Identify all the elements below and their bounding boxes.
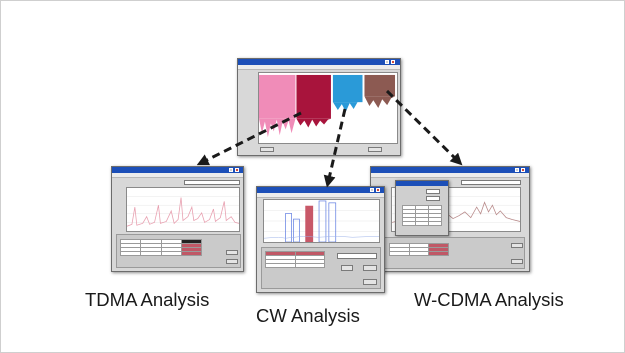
- cw-highlight-bar: [305, 205, 314, 242]
- close-icon[interactable]: [376, 188, 380, 192]
- cw-window-menubar: [257, 193, 384, 198]
- table-row: [119, 251, 203, 256]
- cw-baseline-trace: [264, 236, 379, 239]
- cw-outline-bar-3: [318, 200, 327, 242]
- table-row: [265, 263, 325, 268]
- tdma-window-titlebar: [112, 167, 243, 173]
- wcdma-analysis-label: W-CDMA Analysis: [414, 289, 564, 310]
- cw-analysis-window: [256, 186, 385, 293]
- close-icon[interactable]: [521, 168, 525, 172]
- spectrum-band-brown: [364, 74, 396, 97]
- wcdma-close-button[interactable]: [511, 259, 523, 264]
- cw-window-titlebar: [257, 187, 384, 193]
- spectrum-window-button-right[interactable]: [368, 147, 382, 152]
- tdma-grid: [127, 196, 239, 223]
- minimize-icon[interactable]: [370, 188, 374, 192]
- spectrum-window-titlebar: [238, 59, 400, 65]
- minimize-icon[interactable]: [515, 168, 519, 172]
- wcdma-settings-dialog: [395, 180, 449, 236]
- tdma-analysis-label: TDMA Analysis: [85, 289, 210, 310]
- close-icon[interactable]: [235, 168, 239, 172]
- cw-bar-svg: [264, 200, 379, 242]
- spectrum-window-button-left[interactable]: [260, 147, 274, 152]
- spectrum-band-maroon-noise: [296, 118, 331, 128]
- spectrum-plot: [258, 72, 398, 144]
- wcdma-dialog-field-2[interactable]: [426, 196, 440, 201]
- wcdma-results-table: [389, 243, 449, 256]
- cw-outline-bar-4: [328, 202, 337, 242]
- tdma-results-table: [119, 239, 203, 256]
- cw-close-button[interactable]: [363, 279, 377, 285]
- cw-bar-plot: [263, 199, 380, 243]
- spectrum-band-pink-noise: [259, 118, 296, 138]
- minimize-icon[interactable]: [229, 168, 233, 172]
- close-icon[interactable]: [391, 60, 395, 64]
- wcdma-header-field: [461, 180, 521, 185]
- tdma-analysis-window: [111, 166, 244, 272]
- wcdma-dialog-table: [402, 205, 442, 226]
- spectrum-plot-svg: [259, 74, 396, 138]
- cw-action-button-1[interactable]: [341, 265, 353, 271]
- wcdma-dialog-field-1[interactable]: [426, 189, 440, 194]
- wcdma-dialog-titlebar: [396, 181, 448, 186]
- cw-outline-bar-2: [293, 218, 300, 242]
- cw-action-button-2[interactable]: [363, 265, 377, 271]
- wcdma-window-menubar: [371, 173, 529, 178]
- spectrum-band-pink: [259, 74, 296, 119]
- wcdma-analysis-window: [370, 166, 530, 272]
- tdma-action-button[interactable]: [226, 250, 238, 255]
- cw-results-table: [265, 251, 325, 268]
- spectrum-band-blue-noise: [332, 102, 363, 112]
- tdma-close-button[interactable]: [226, 259, 238, 264]
- cw-grid: [264, 210, 379, 232]
- tdma-trace-line: [127, 197, 239, 227]
- spectrum-overview-window: [237, 58, 401, 156]
- table-row: [402, 221, 442, 226]
- spectrum-band-brown-noise: [364, 96, 396, 108]
- spectrum-band-blue: [332, 74, 363, 103]
- wcdma-window-titlebar: [371, 167, 529, 173]
- table-row: [389, 251, 449, 256]
- cw-analysis-label: CW Analysis: [256, 305, 360, 326]
- spectrum-band-maroon: [296, 74, 331, 119]
- tdma-header-field: [184, 180, 240, 185]
- tdma-trace-svg: [127, 196, 239, 227]
- minimize-icon[interactable]: [385, 60, 389, 64]
- wcdma-action-button[interactable]: [511, 243, 523, 248]
- tdma-window-menubar: [112, 173, 243, 178]
- spectrum-window-menubar: [238, 65, 400, 70]
- tdma-trace-plot: [126, 187, 240, 232]
- cw-readout-field: [337, 253, 377, 259]
- cw-outline-bar-1: [285, 213, 292, 242]
